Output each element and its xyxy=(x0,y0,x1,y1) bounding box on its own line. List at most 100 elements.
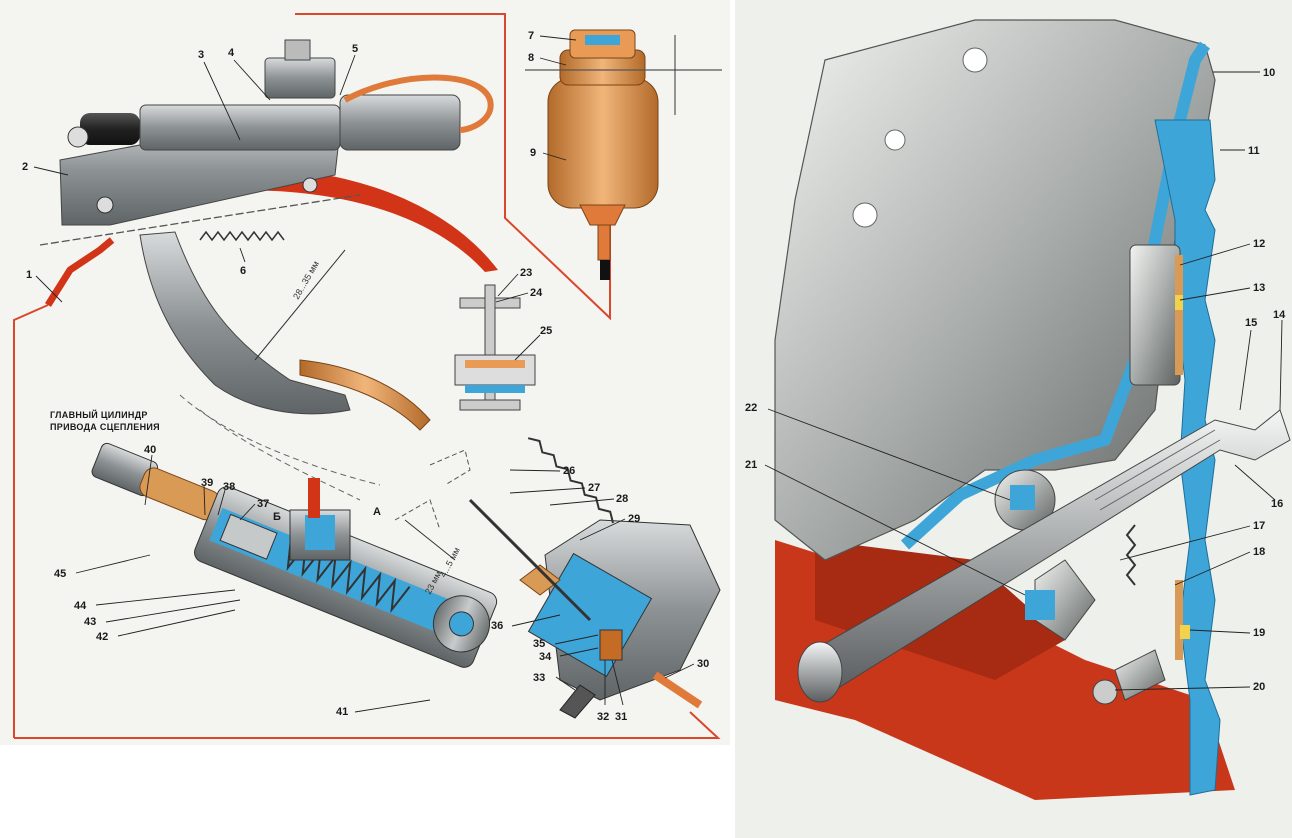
part-label-14: 14 xyxy=(1273,309,1286,321)
leader-4 xyxy=(233,59,271,101)
spring-anchor-bolt xyxy=(302,177,318,193)
fluid-reservoir xyxy=(547,77,659,209)
part-label-11: 11 xyxy=(1248,145,1260,157)
part-label-16: 16 xyxy=(1271,498,1283,510)
reservoir-outlet-fitting xyxy=(579,204,626,226)
leader-19 xyxy=(1189,629,1251,634)
clutch-pedal-arm xyxy=(139,231,351,415)
leader-13 xyxy=(1179,287,1251,301)
part-label-39: 39 xyxy=(201,477,213,489)
bolt-hole-3 xyxy=(884,129,906,151)
adjuster-nut-bottom xyxy=(459,399,521,411)
shaft-spline-2 xyxy=(1099,439,1221,511)
part-label-41: 41 xyxy=(336,706,348,718)
part-label-27: 27 xyxy=(588,482,600,494)
adjuster-body xyxy=(454,354,536,386)
master-cylinder-outlet xyxy=(339,94,461,151)
part-label-10: 10 xyxy=(1263,67,1275,79)
section-letter-b: Б xyxy=(273,511,281,523)
leader-8 xyxy=(539,57,567,66)
leader-21 xyxy=(764,464,1026,596)
dimension-pedal-line xyxy=(254,249,346,361)
part-label-33: 33 xyxy=(533,672,545,684)
friction-lining-top xyxy=(1175,255,1183,375)
master-cylinder-cap-bolt xyxy=(284,39,311,61)
cutaway-inlet-pipe xyxy=(308,478,320,518)
leader-6 xyxy=(239,247,246,263)
part-label-19: 19 xyxy=(1253,627,1265,639)
cutaway-piston xyxy=(219,513,278,560)
cutaway-inlet-bore xyxy=(305,515,335,550)
frame-line-bottom xyxy=(14,711,721,739)
frame-line-left xyxy=(13,304,49,738)
part-label-3: 3 xyxy=(198,49,204,61)
leader-27 xyxy=(509,487,586,494)
part-label-12: 12 xyxy=(1253,238,1265,250)
adjuster-bushing-bottom xyxy=(465,385,525,393)
input-shaft xyxy=(804,409,1291,691)
adjuster-bushing-top xyxy=(465,360,525,368)
master-cylinder-boot xyxy=(80,113,140,145)
leader-43 xyxy=(105,599,241,623)
pressure-plate xyxy=(1129,244,1181,386)
part-label-18: 18 xyxy=(1253,546,1265,558)
part-label-31: 31 xyxy=(615,711,627,723)
leader-25 xyxy=(514,334,541,361)
leader-33 xyxy=(555,676,576,691)
part-label-29: 29 xyxy=(628,513,640,525)
leader-35 xyxy=(554,634,599,645)
part-label-38: 38 xyxy=(223,481,235,493)
leader-17 xyxy=(1119,525,1251,561)
part-label-25: 25 xyxy=(540,325,552,337)
section-title-line1: ГЛАВНЫЙ ЦИЛИНДР xyxy=(50,409,148,420)
master-outlet-hose xyxy=(343,74,494,133)
leader-38 xyxy=(217,489,226,516)
leader-2 xyxy=(33,166,69,176)
part-label-32: 32 xyxy=(597,711,609,723)
part-label-6: 6 xyxy=(240,265,246,277)
leader-15 xyxy=(1239,329,1252,411)
cutaway-bore xyxy=(209,507,483,646)
master-cylinder-body xyxy=(139,104,341,151)
reservoir-hose-end xyxy=(600,260,610,280)
leader-37 xyxy=(239,503,256,521)
part-label-34: 34 xyxy=(539,651,552,663)
part-label-5: 5 xyxy=(352,43,358,55)
leader-3 xyxy=(203,61,241,141)
slave-pushrod xyxy=(468,498,592,622)
leader-28 xyxy=(549,498,615,506)
part-label-4: 4 xyxy=(228,47,235,59)
dimension-slave-line xyxy=(404,519,456,561)
leader-40 xyxy=(144,454,153,506)
part-label-35: 35 xyxy=(533,638,545,650)
leader-29 xyxy=(579,518,626,541)
part-label-8: 8 xyxy=(528,52,534,64)
master-cylinder-cutaway xyxy=(91,442,498,668)
part-label-26: 26 xyxy=(563,465,575,477)
part-label-2: 2 xyxy=(22,161,28,173)
part-label-13: 13 xyxy=(1253,282,1265,294)
pedal-pad xyxy=(299,359,431,431)
cutaway-spring xyxy=(286,538,411,614)
leader-30 xyxy=(664,663,695,679)
leader-41 xyxy=(354,699,431,713)
right-diagram-svg: 10 11 12 13 14 15 16 17 18 19 20 21 22 xyxy=(735,0,1292,838)
leader-45 xyxy=(75,554,151,574)
section-title-line2: ПРИВОДА СЦЕПЛЕНИЯ xyxy=(50,422,160,432)
friction-rivet-bottom xyxy=(1180,625,1190,639)
bleed-valve xyxy=(559,684,596,719)
pedal-travel-arc-2 xyxy=(199,409,361,501)
part-label-30: 30 xyxy=(697,658,709,670)
part-label-17: 17 xyxy=(1253,520,1265,532)
part-label-40: 40 xyxy=(144,444,156,456)
hydraulic-line-1 xyxy=(45,237,115,307)
leader-36 xyxy=(511,614,561,627)
diaphragm-spring xyxy=(1125,524,1137,586)
leader-31 xyxy=(611,659,624,706)
leader-16 xyxy=(1234,464,1276,501)
part-label-21: 21 xyxy=(745,459,757,471)
release-bearing-section xyxy=(1010,485,1035,510)
right-diagram-panel: 10 11 12 13 14 15 16 17 18 19 20 21 22 xyxy=(735,0,1292,838)
ball-stud-head xyxy=(1092,679,1118,705)
shaft-spline-1 xyxy=(1094,429,1216,501)
